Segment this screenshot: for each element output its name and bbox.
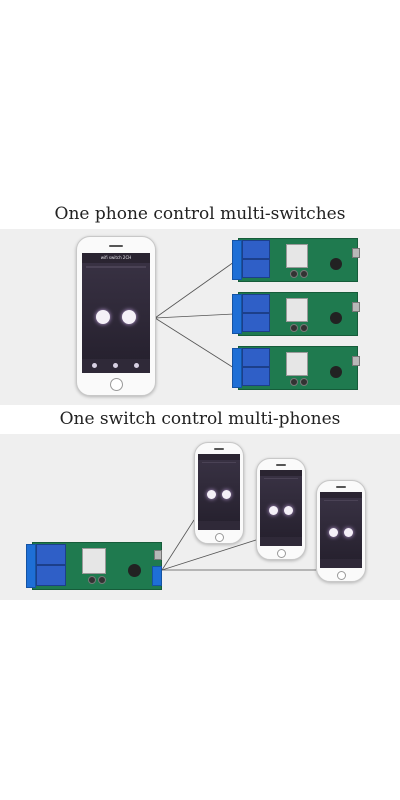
terminal-block bbox=[232, 294, 242, 334]
app-bottom-bar bbox=[82, 359, 150, 373]
settings-icon[interactable] bbox=[134, 363, 139, 368]
relay bbox=[242, 240, 270, 259]
wifi-module bbox=[82, 548, 106, 574]
wifi-module bbox=[286, 298, 308, 322]
phone-screen: wifi switch 2CH bbox=[82, 253, 150, 373]
usb-port bbox=[352, 302, 360, 312]
push-button bbox=[300, 324, 308, 332]
wifi-module bbox=[286, 352, 308, 376]
push-button bbox=[290, 378, 298, 386]
app-device-name: wifi switch 2CH bbox=[100, 255, 132, 260]
app-bottom-bar bbox=[198, 521, 240, 530]
app-bottom-bar bbox=[260, 537, 302, 546]
push-button bbox=[300, 270, 308, 278]
push-button bbox=[300, 378, 308, 386]
switch-2-button[interactable] bbox=[222, 490, 231, 499]
switch-2-button[interactable] bbox=[284, 506, 293, 515]
push-button bbox=[290, 324, 298, 332]
home-button bbox=[110, 378, 123, 391]
capacitor bbox=[128, 564, 141, 577]
terminal-block bbox=[232, 348, 242, 388]
capacitor bbox=[330, 366, 342, 378]
phone-speaker bbox=[214, 448, 224, 450]
wifi-module bbox=[286, 244, 308, 268]
phone-c bbox=[316, 480, 366, 582]
phone-screen bbox=[260, 470, 302, 546]
push-button bbox=[88, 576, 96, 584]
app-title-bar bbox=[320, 492, 362, 498]
section2-title: One switch control multi-phones bbox=[59, 409, 341, 429]
app-title-bar: wifi switch 2CH bbox=[82, 253, 150, 263]
terminal-block bbox=[232, 240, 242, 280]
usb-port bbox=[154, 550, 162, 560]
terminal-block bbox=[152, 566, 162, 586]
section1-title: One phone control multi-switches bbox=[54, 204, 346, 224]
relay bbox=[242, 348, 270, 367]
app-subtitle-line bbox=[202, 462, 236, 463]
phone-a bbox=[194, 442, 244, 544]
relay bbox=[242, 367, 270, 386]
power-icon[interactable] bbox=[113, 363, 118, 368]
switch-2-button[interactable] bbox=[344, 528, 353, 537]
phone-b bbox=[256, 458, 306, 560]
phone-screen bbox=[320, 492, 362, 568]
usb-port bbox=[352, 356, 360, 366]
push-button bbox=[98, 576, 106, 584]
capacitor bbox=[330, 312, 342, 324]
app-subtitle-line bbox=[86, 266, 146, 268]
switch-1-button[interactable] bbox=[329, 528, 338, 537]
switch-1-button[interactable] bbox=[269, 506, 278, 515]
relay bbox=[242, 259, 270, 278]
relay bbox=[36, 544, 66, 565]
relay bbox=[36, 565, 66, 586]
app-title-bar bbox=[260, 470, 302, 476]
app-title-bar bbox=[198, 454, 240, 460]
switch-2-button[interactable] bbox=[122, 310, 136, 324]
phone-screen bbox=[198, 454, 240, 530]
app-bottom-bar bbox=[320, 559, 362, 568]
relay bbox=[242, 294, 270, 313]
phone-speaker bbox=[336, 486, 346, 488]
terminal-block bbox=[26, 544, 36, 588]
switch-1-button[interactable] bbox=[207, 490, 216, 499]
push-button bbox=[290, 270, 298, 278]
relay bbox=[242, 313, 270, 332]
app-subtitle-line bbox=[324, 500, 358, 501]
home-button bbox=[277, 549, 286, 558]
timer-icon[interactable] bbox=[92, 363, 97, 368]
home-button bbox=[337, 571, 346, 580]
switch-1-button[interactable] bbox=[96, 310, 110, 324]
home-button bbox=[215, 533, 224, 542]
phone-speaker bbox=[276, 464, 286, 466]
capacitor bbox=[330, 258, 342, 270]
phone-speaker bbox=[109, 245, 123, 247]
usb-port bbox=[352, 248, 360, 258]
phone-main: wifi switch 2CH bbox=[76, 236, 156, 396]
app-subtitle-line bbox=[264, 478, 298, 479]
